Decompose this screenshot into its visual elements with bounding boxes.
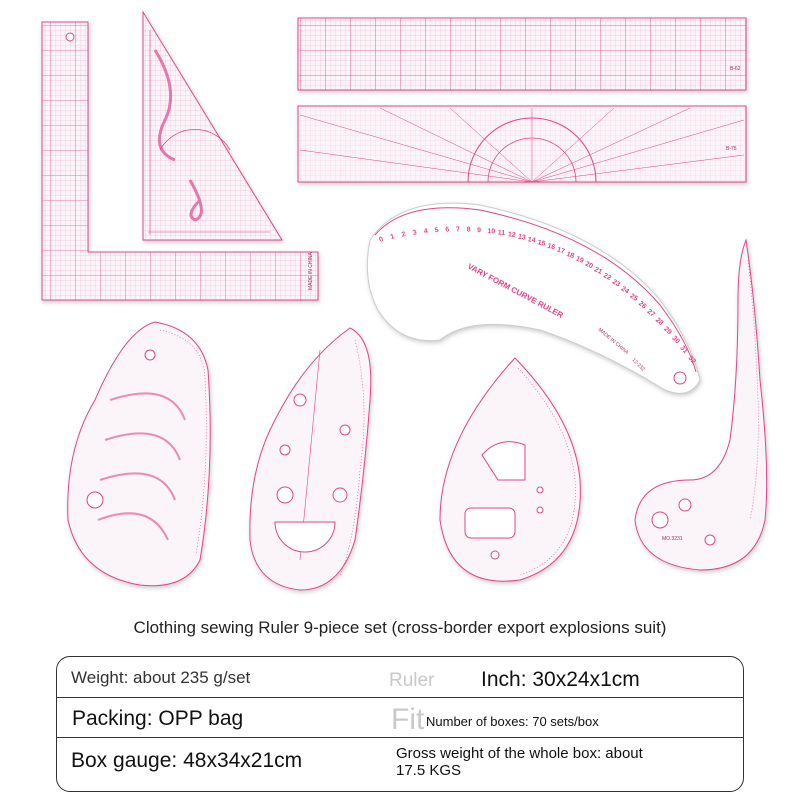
curve-ruler-number: 10 xyxy=(487,228,495,235)
ruler-code-b62: B-62 xyxy=(730,66,741,72)
spec-packing: Packing: OPP bag xyxy=(72,707,244,730)
curve-ruler-number: 5 xyxy=(434,227,439,235)
curve-ruler-number: 31 xyxy=(678,345,688,356)
l-square-ruler: MADE IN CHINA xyxy=(41,21,319,301)
straight-ruler-top: B-62 xyxy=(297,17,747,91)
curve-ruler-number: 27 xyxy=(645,308,656,318)
french-curve-ruler-3 xyxy=(439,357,581,582)
curve-ruler-number: 28 xyxy=(654,317,665,327)
spec-boxes: Number of boxes: 70 sets/box xyxy=(426,714,599,729)
curve-ruler-number: 30 xyxy=(670,335,681,346)
l-square-origin-text: MADE IN CHINA xyxy=(308,252,314,290)
curve-ruler-number: 22 xyxy=(602,272,612,282)
curve-ruler-number: 19 xyxy=(575,256,585,265)
curve-ruler-number: 16 xyxy=(546,243,555,252)
curve-ruler-number: 23 xyxy=(611,279,621,289)
spec-table: Weight: about 235 g/set Ruler Inch: 30x2… xyxy=(56,656,744,792)
vary-form-curve-ruler: VARY FORM CURVE RULER MADE IN CHINA 12-2… xyxy=(366,202,701,394)
curve-ruler-number: 25 xyxy=(628,293,638,303)
curve-ruler-number: 17 xyxy=(556,247,566,256)
curve-ruler-number: 29 xyxy=(662,326,673,337)
curve-ruler-number: 0 xyxy=(378,236,384,244)
spec-gross-weight-line2: 17.5 KGS xyxy=(396,762,462,779)
curve-ruler-number: 7 xyxy=(456,226,461,233)
curve-ruler-number: 15 xyxy=(537,239,546,248)
curve-ruler-number: 32 xyxy=(686,355,696,366)
curve-ruler-number: 8 xyxy=(467,226,471,233)
product-image: MADE IN CHINA B-62 B-75 xyxy=(41,10,768,591)
row-divider xyxy=(57,697,743,698)
curve-ruler-number: 6 xyxy=(445,226,450,233)
curve-ruler-number: 18 xyxy=(565,251,575,260)
curve-ruler-number: 12 xyxy=(507,231,516,239)
spec-gross-weight: Gross weight of the whole box: about 17.… xyxy=(396,745,643,779)
curve-ruler-number: 14 xyxy=(527,236,536,244)
spec-gross-weight-line1: Gross weight of the whole box: about xyxy=(396,745,643,762)
triangle-ruler xyxy=(142,10,283,241)
row-divider xyxy=(57,737,743,738)
curve-ruler-number: 24 xyxy=(620,285,630,295)
spec-weight: Weight: about 235 g/set xyxy=(71,668,251,687)
curve-ruler-number: 3 xyxy=(412,229,418,237)
protractor-ruler: B-75 xyxy=(297,105,747,183)
watermark-ruler: Ruler xyxy=(389,670,435,691)
spec-box-gauge: Box gauge: 48x34x21cm xyxy=(71,749,303,772)
ruler-code-b75: B-75 xyxy=(726,146,737,152)
french-curve-ruler-2 xyxy=(249,327,372,591)
french-curve-ruler-1 xyxy=(67,321,211,587)
spec-inch: Inch: 30x24x1cm xyxy=(481,668,640,691)
curve-ruler-number: 21 xyxy=(593,266,603,276)
curve-ruler-number: 20 xyxy=(584,261,594,271)
hip-curve-ruler: MO.3231 xyxy=(634,238,768,571)
curve-ruler-number: 13 xyxy=(517,234,526,242)
curve-ruler-number: 4 xyxy=(423,228,428,236)
curve-ruler-number: 9 xyxy=(477,227,481,234)
hip-curve-code: MO.3231 xyxy=(662,536,683,542)
curve-ruler-number: 1 xyxy=(390,233,396,241)
watermark-fit: Fit xyxy=(391,703,425,736)
curve-ruler-number: 2 xyxy=(401,231,407,239)
curve-ruler-number: 11 xyxy=(497,230,505,238)
curve-ruler-number: 26 xyxy=(637,300,648,310)
product-caption: Clothing sewing Ruler 9-piece set (cross… xyxy=(133,618,667,637)
